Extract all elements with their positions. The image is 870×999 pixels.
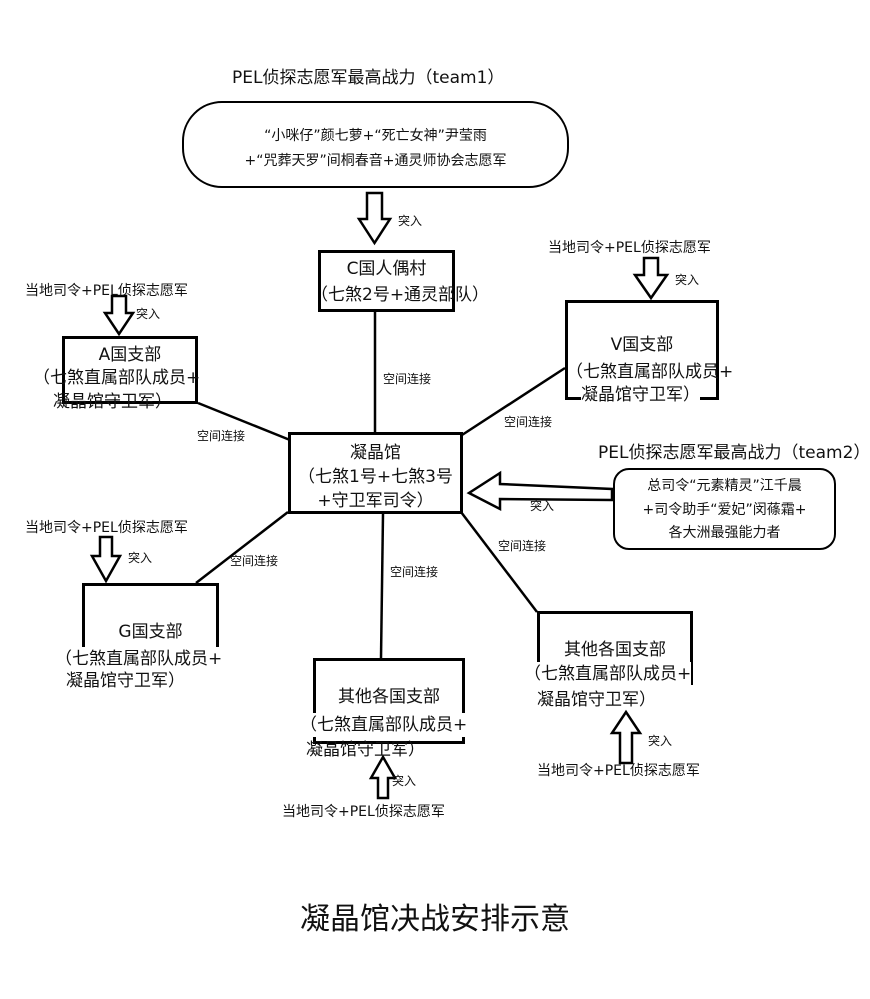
arrow-team1-down [356,191,393,246]
a-branch-guard: 凝晶馆守卫军） [53,392,172,412]
center-box: 凝晶馆 （七煞1号+七煞3号 +守卫军司令） [288,432,463,514]
arrow-team2-left [466,470,614,512]
g-branch-forces: （七煞直属部队成员+ [55,647,223,671]
other-bottom-guard: 凝晶馆守卫军） [306,740,425,760]
arrow-v-down [632,256,670,301]
other-bottom-breach-label: 突入 [392,774,417,788]
connection-label-g: 空间连接 [230,554,279,568]
g-local-force-label: 当地司令+PEL侦探志愿军 [25,520,188,536]
other-right-local-force-label: 当地司令+PEL侦探志愿军 [537,763,700,779]
g-branch-box: G国支部 （七煞直属部队成员+ [55,583,223,671]
v-branch-name: V国支部 [610,335,674,355]
other-bottom-name: 其他各国支部 [338,687,440,707]
v-branch-guard: 凝晶馆守卫军） [581,383,700,407]
v-branch-box: V国支部 （七煞直属部队成员+ 凝晶馆守卫军） [565,300,733,407]
a-local-force-label: 当地司令+PEL侦探志愿军 [25,283,188,299]
team1-line2: +“咒葬天罗”间桐春音+通灵师协会志愿军 [244,153,507,169]
a-branch-box: A国支部 （七煞直属部队成员+ 凝晶馆守卫军） [33,336,200,412]
team1-line1: “小咪仔”颜七萝+“死亡女神”尹莹雨 [264,128,487,144]
village-forces: （七煞2号+通灵部队） [311,285,490,305]
connection-label-v: 空间连接 [504,415,553,429]
connection-label-other-right: 空间连接 [498,539,547,553]
v-local-force-label: 当地司令+PEL侦探志愿军 [548,240,711,256]
connector-center-other-right [460,511,538,613]
other-bottom-box: 其他各国支部 （七煞直属部队成员+ [300,658,468,744]
g-branch-name: G国支部 [118,622,183,642]
arrow-bottom-up [368,754,398,800]
a-branch-name: A国支部 [98,345,162,365]
team2-title: PEL侦探志愿军最高战力（team2） [598,443,870,463]
a-branch-forces: （七煞直属部队成员+ [33,368,201,388]
v-branch-forces: （七煞直属部队成员+ [566,362,734,382]
team1-box: “小咪仔”颜七萝+“死亡女神”尹莹雨 +“咒葬天罗”间桐春音+通灵师协会志愿军 [182,101,569,188]
other-bottom-local-force-label: 当地司令+PEL侦探志愿军 [282,804,445,820]
arrow-right-up [609,709,643,765]
other-right-box: 其他各国支部 （七煞直属部队成员+ [524,611,693,686]
other-right-name: 其他各国支部 [564,640,666,660]
connector-center-other-bottom [379,513,385,659]
team2-line2: +司令助手“爱妃”闵蓧霜+ [642,502,807,518]
connection-label-village: 空间连接 [383,372,432,386]
connector-center-v [461,366,566,437]
center-guard: +守卫军司令） [317,491,434,511]
other-right-guard: 凝晶馆守卫军） [537,690,656,710]
arrow-g-down [89,535,123,584]
other-right-breach-label: 突入 [648,734,673,748]
team1-title: PEL侦探志愿军最高战力（team1） [232,68,505,88]
team2-breach-label: 突入 [530,499,555,513]
connector-center-a [197,401,291,442]
v-breach-label: 突入 [675,273,700,287]
other-bottom-forces: （七煞直属部队成员+ [300,713,468,737]
other-right-forces: （七煞直属部队成员+ [524,662,692,686]
village-box: C国人偶村 （七煞2号+通灵部队） [311,250,489,312]
g-branch-guard: 凝晶馆守卫军） [66,671,185,691]
connection-label-a: 空间连接 [197,429,246,443]
diagram-caption: 凝晶馆决战安排示意 [300,902,570,937]
team2-line3: 各大洲最强能力者 [668,525,781,541]
village-name: C国人偶村 [346,259,427,279]
team2-line1: 总司令“元素精灵”江千晨 [647,478,802,494]
team2-box: 总司令“元素精灵”江千晨 +司令助手“爱妃”闵蓧霜+ 各大洲最强能力者 [613,468,836,550]
a-breach-label: 突入 [136,307,161,321]
breach-label-team1: 突入 [398,214,423,228]
g-breach-label: 突入 [128,551,153,565]
connector-center-g [195,511,289,584]
arrow-a-down [102,294,136,337]
connection-label-other-bottom: 空间连接 [390,565,439,579]
center-forces: （七煞1号+七煞3号 [298,467,453,487]
center-name: 凝晶馆 [350,443,401,463]
